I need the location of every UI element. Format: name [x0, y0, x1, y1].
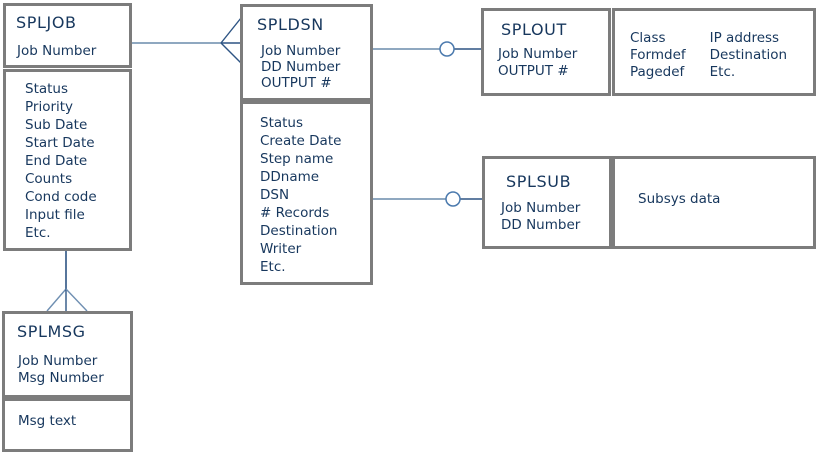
attr-item: Status — [260, 115, 304, 131]
entity-spljob-header: SPLJOB Job Number — [3, 3, 132, 68]
attr-item: Job Number — [17, 43, 97, 59]
attr-item: Etc. — [260, 259, 286, 275]
entity-title: SPLDSN — [257, 15, 324, 34]
attr-item: Input file — [25, 207, 85, 223]
attr-item: DD Number — [261, 59, 341, 75]
attr-item: DD Number — [501, 217, 581, 233]
attr-item: Step name — [260, 151, 334, 167]
entity-key-list: Job Number — [6, 32, 129, 60]
connector-spldsn-splout — [372, 41, 482, 57]
attr-item: Destination — [260, 223, 338, 239]
attr-item: Destination — [709, 47, 788, 63]
attr-item: Msg text — [18, 413, 77, 429]
attr-item: Class — [630, 30, 666, 46]
attr-item: Formdef — [630, 47, 686, 63]
attr-item: # Records — [260, 205, 330, 221]
entity-splsub-attributes: Subsys data — [612, 156, 816, 249]
entity-title: SPLOUT — [501, 20, 567, 39]
entity-splmsg-attributes: Msg text — [2, 398, 133, 452]
attr-item: Job Number — [261, 43, 341, 59]
attr-item: Etc. — [25, 225, 51, 241]
attr-item: End Date — [25, 153, 88, 169]
crow-foot-icon — [46, 288, 88, 312]
attr-item: Job Number — [501, 200, 581, 216]
attr-item: Priority — [25, 99, 74, 115]
entity-attribute-list: Msg text — [5, 401, 130, 430]
attr-item: Counts — [25, 171, 73, 187]
entity-title: SPLMSG — [17, 322, 86, 341]
attr-item: Sub Date — [25, 117, 88, 133]
attr-item: DDname — [260, 169, 320, 185]
attr-item: Etc. — [709, 64, 736, 80]
connector-spldsn-splsub — [372, 191, 483, 207]
attr-item: IP address — [709, 30, 780, 46]
attr-item: DSN — [260, 187, 290, 203]
connector-spljob-spldsn — [131, 17, 242, 64]
optional-circle-icon — [439, 41, 455, 57]
crow-foot-icon — [220, 17, 242, 64]
entity-title: SPLJOB — [16, 13, 77, 32]
entity-attribute-list: Subsys data — [615, 159, 813, 208]
attr-item: Writer — [260, 241, 302, 257]
optional-circle-icon — [445, 191, 461, 207]
attr-item: Status — [25, 81, 69, 97]
attr-item: Msg Number — [18, 370, 104, 386]
attr-item: Cond code — [25, 189, 97, 205]
attr-item: OUTPUT # — [261, 75, 332, 91]
attr-item: OUTPUT # — [498, 63, 569, 79]
connector-spljob-splmsg — [46, 250, 88, 312]
attr-item: Job Number — [18, 353, 98, 369]
attr-item: Subsys data — [638, 191, 721, 207]
attr-item: Start Date — [25, 135, 95, 151]
attr-item: Job Number — [498, 46, 578, 62]
attr-item: Pagedef — [630, 64, 685, 80]
entity-title: SPLSUB — [506, 172, 572, 191]
attr-item: Create Date — [260, 133, 342, 149]
